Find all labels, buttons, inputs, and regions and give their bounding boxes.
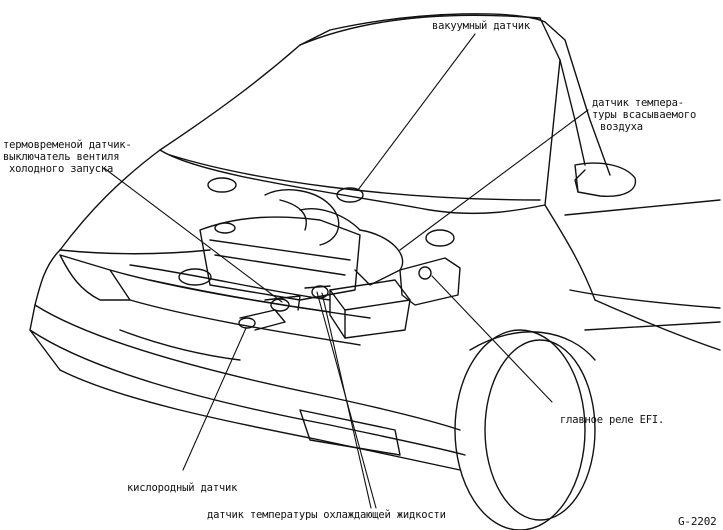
sensor-oxygen bbox=[238, 309, 286, 331]
radiator bbox=[129, 264, 331, 313]
battery-box bbox=[329, 279, 411, 339]
label-intake-air-temp-sensor: датчик темпера- туры всасываемого воздух… bbox=[592, 97, 697, 133]
fender-left bbox=[34, 149, 211, 306]
hood-outline bbox=[159, 44, 561, 215]
windshield-outline bbox=[299, 13, 611, 176]
fender-right bbox=[544, 199, 721, 351]
relay-box bbox=[399, 257, 461, 306]
leader-lines bbox=[103, 33, 589, 509]
label-coolant-temp-sensor: датчик температуры охлаждающей жидкости bbox=[207, 509, 446, 521]
label-oxygen-sensor: кислородный датчик bbox=[127, 482, 238, 494]
label-thermo-time-switch: термовременой датчик- выключатель вентил… bbox=[3, 139, 132, 175]
label-main-relay: главное реле EFI. bbox=[560, 414, 665, 426]
front-bumper bbox=[29, 304, 466, 471]
reservoir-caps bbox=[178, 177, 455, 286]
figure-code: G-2202 bbox=[678, 515, 717, 528]
front-wheel bbox=[454, 329, 596, 530]
label-vacuum-sensor: вакуумный датчик bbox=[432, 20, 530, 32]
side-mirror bbox=[574, 162, 637, 197]
